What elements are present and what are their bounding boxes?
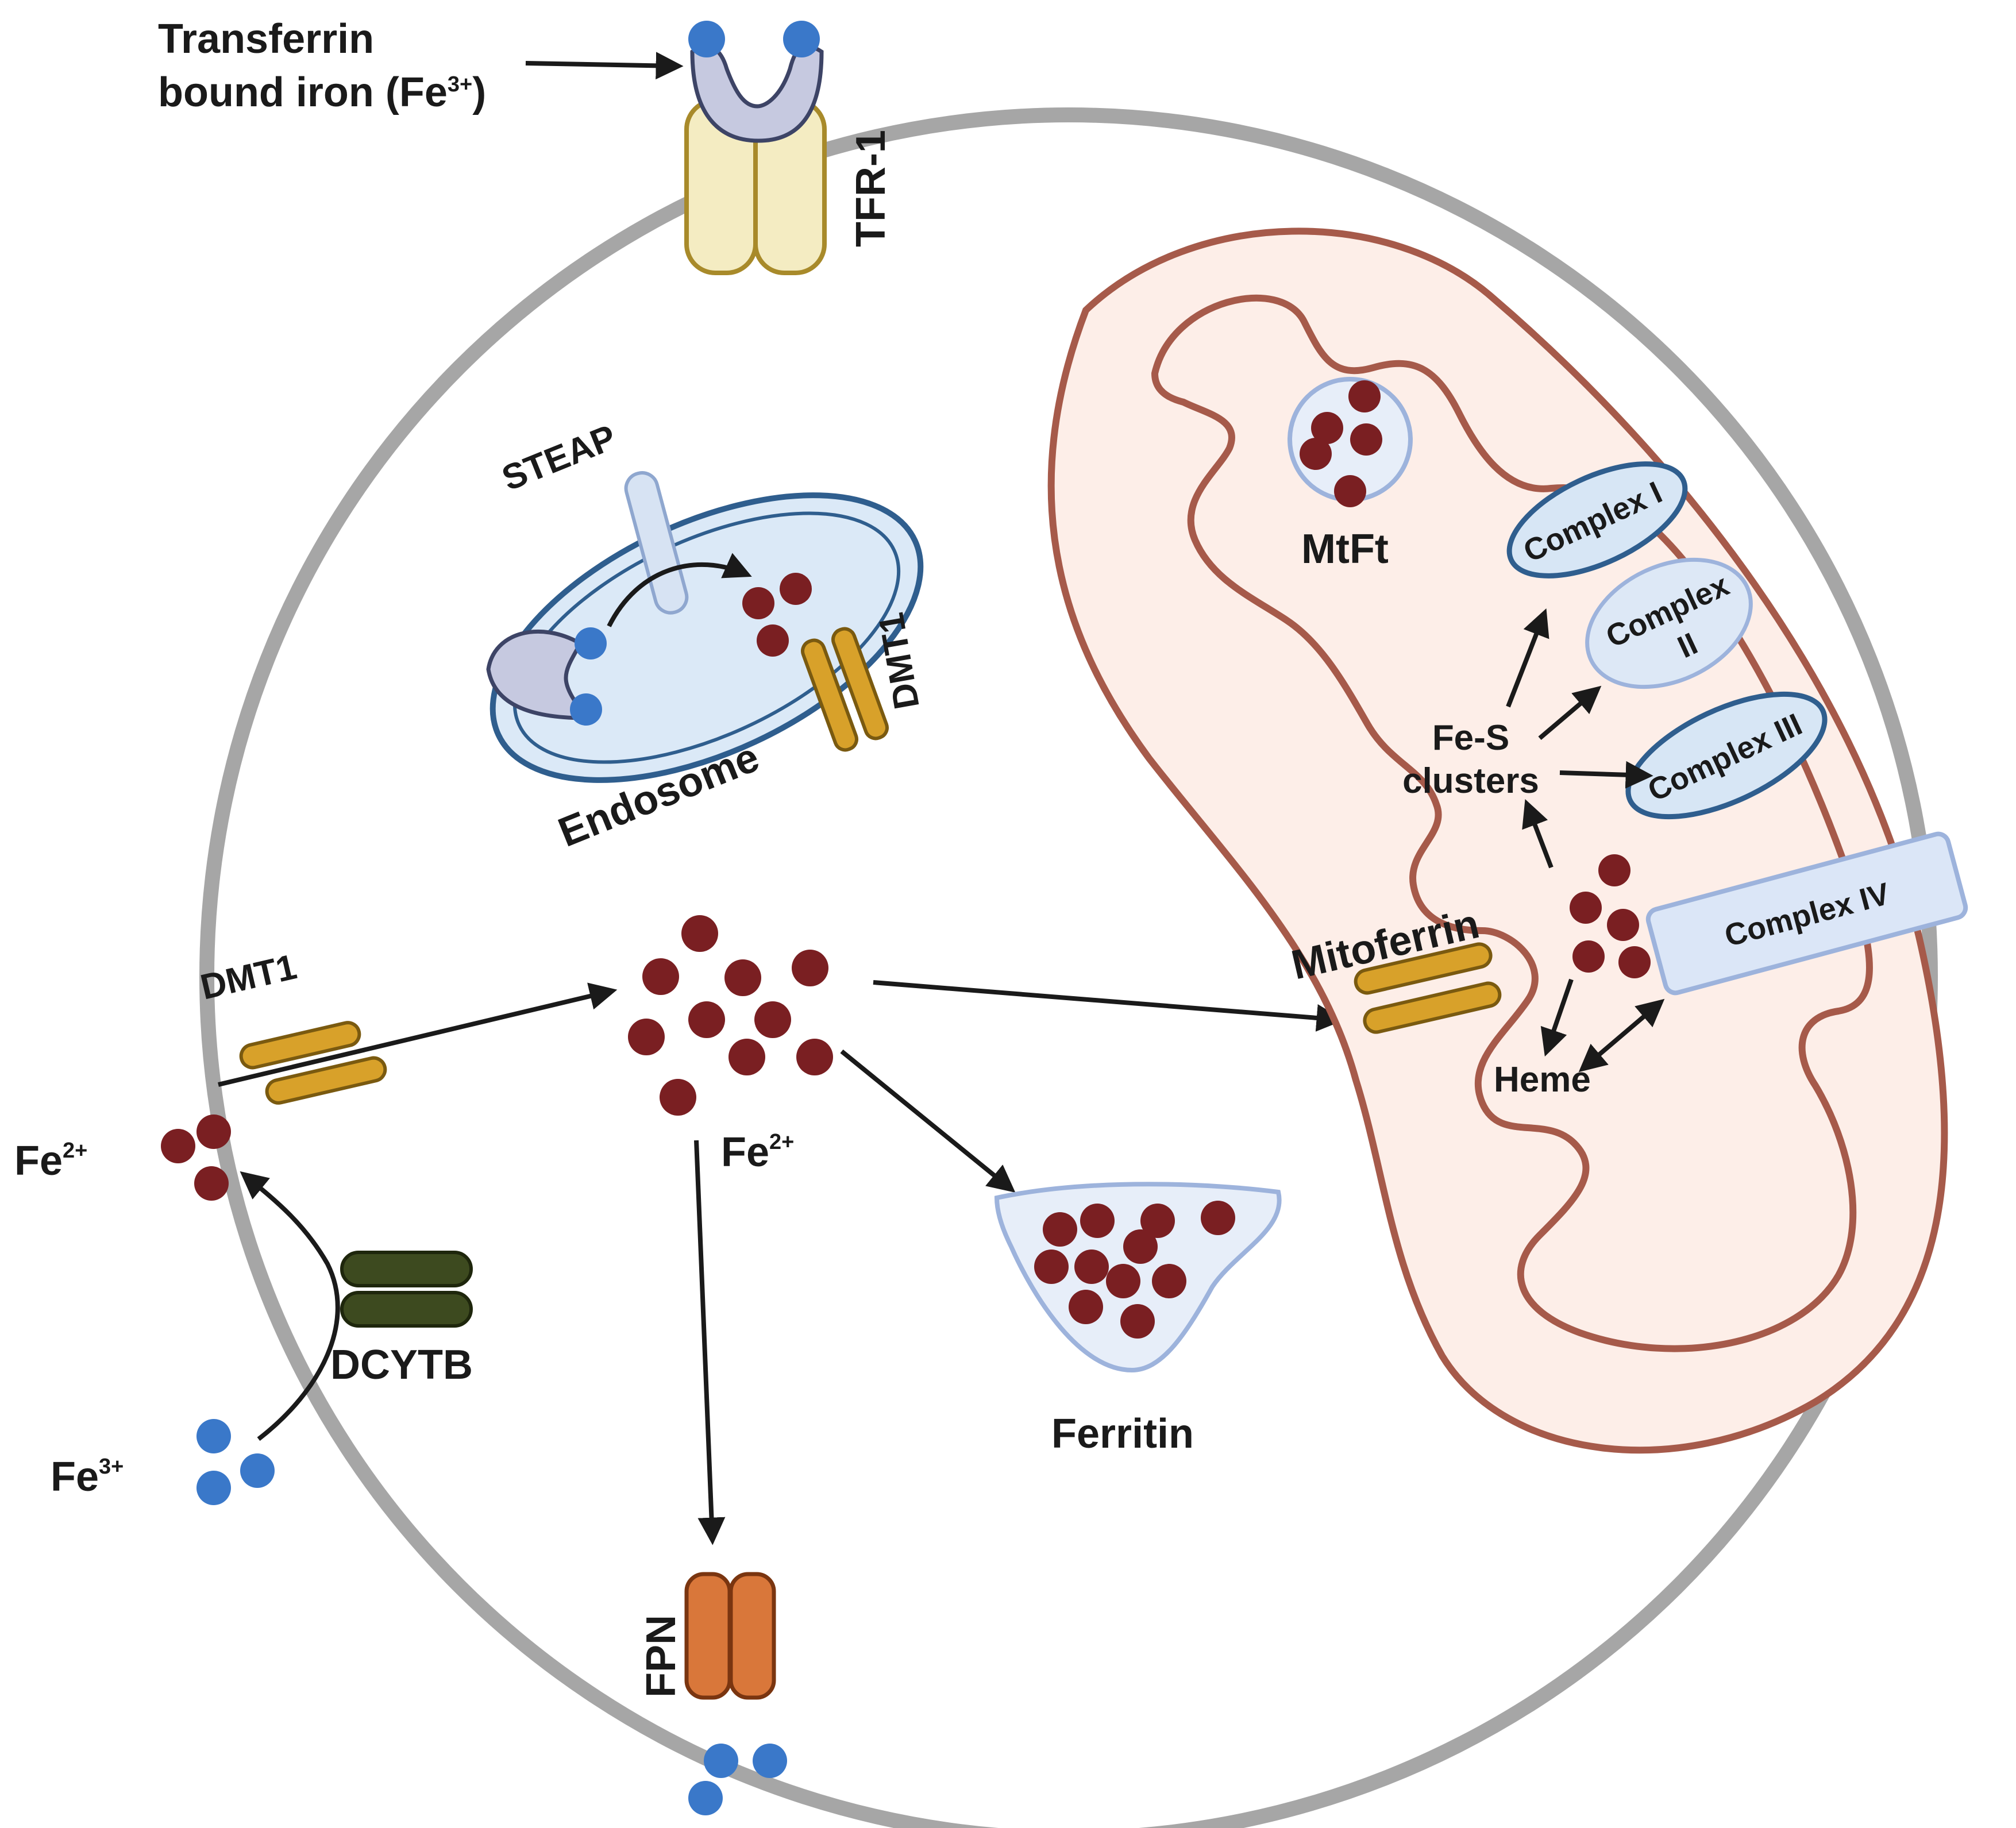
- fe2-ion: [754, 1001, 791, 1038]
- arrow-iron-to-fes: [1522, 799, 1554, 869]
- complex-ii: [1585, 557, 1753, 689]
- arrow-fes-to-complex-ii: [1538, 685, 1602, 741]
- fes-label-line2: clusters: [1402, 761, 1539, 801]
- dmt1-membrane-transporter: [239, 1021, 387, 1105]
- fe2-ion: [780, 573, 812, 605]
- fe2-ion: [1152, 1264, 1186, 1298]
- arrow-dmt1-import: [218, 982, 618, 1087]
- tfr1-receptor: [684, 21, 827, 275]
- labile-iron-pool: [628, 915, 833, 1116]
- fe3-ion: [196, 1471, 231, 1505]
- fe2-ion: [792, 950, 828, 986]
- fe2-ion: [1607, 909, 1639, 941]
- fe2-ion: [1069, 1290, 1103, 1324]
- fe2-ion: [742, 587, 774, 619]
- mitochondrion: [1047, 227, 1968, 1454]
- arrow-heme-complex-iv: [1578, 998, 1665, 1073]
- fe2-ion: [1123, 1229, 1158, 1264]
- ferritin: [994, 1182, 1282, 1373]
- arrow-pool-to-ferritin: [840, 1049, 1016, 1193]
- fe2-ion: [1120, 1304, 1155, 1339]
- ferritin-label: Ferritin: [1051, 1411, 1194, 1457]
- fe2-ion: [1572, 940, 1605, 973]
- steap-protein: [624, 471, 689, 615]
- arrow-transferrin-to-tfr1: [525, 52, 684, 80]
- fe3-ion: [575, 627, 607, 660]
- fe3-left-label: Fe3+: [51, 1454, 124, 1500]
- arrow-pool-to-fpn: [694, 1140, 726, 1545]
- fe2-ion: [1311, 412, 1343, 444]
- fe2-ion: [757, 624, 789, 657]
- fe3-ion: [196, 1419, 231, 1453]
- fe2-ion: [1348, 380, 1381, 412]
- fes-label: Fe-S: [1432, 718, 1509, 758]
- arrow-fes-to-complex-i: [1506, 608, 1549, 708]
- arrow-iron-to-heme: [1540, 978, 1574, 1057]
- fe2-ion: [1350, 423, 1382, 456]
- fe2-ion: [681, 915, 718, 952]
- complex-iii: [1625, 691, 1828, 820]
- mito-inner-membrane: [1151, 294, 1873, 1352]
- dcytb-protein: [340, 1251, 473, 1328]
- fe2-ion: [194, 1166, 229, 1201]
- fe3-ion: [783, 21, 820, 57]
- fe2-ion: [1140, 1204, 1175, 1238]
- arrow-fes-to-complex-iii: [1559, 761, 1653, 789]
- dcytb-label: DCYTB: [330, 1342, 473, 1388]
- fe3-ion: [704, 1744, 738, 1778]
- fe3-ion: [688, 21, 725, 57]
- fe3-ion: [240, 1453, 275, 1488]
- transferrin-label-line2: bound iron (Fe3+): [158, 70, 486, 115]
- arrow-dcytb-reduction: [240, 1171, 340, 1441]
- fe2-ion: [161, 1129, 195, 1163]
- fe2-ion: [1080, 1204, 1115, 1238]
- fe2-ion: [196, 1114, 231, 1149]
- fe3-ion: [688, 1781, 723, 1815]
- complex-i: [1506, 461, 1688, 579]
- fe2-ion: [1201, 1201, 1235, 1235]
- mito-outer-membrane: [1047, 227, 1948, 1454]
- fe2-ion: [1300, 438, 1332, 470]
- fe2-ion: [688, 1001, 725, 1038]
- fpn-transporter: [684, 1572, 776, 1700]
- fe2-ion: [660, 1079, 696, 1116]
- fe2-ion: [1598, 854, 1630, 886]
- heme-label: Heme: [1494, 1060, 1591, 1100]
- fe2-ion: [628, 1019, 665, 1055]
- fe2-ion: [1618, 946, 1651, 978]
- transferrin-endosome: [486, 630, 590, 720]
- fpn-label: FPN: [638, 1615, 684, 1698]
- arrow-pool-to-mitoferrin: [873, 980, 1344, 1032]
- endosome: [486, 471, 924, 783]
- fe2-ion: [1570, 892, 1602, 924]
- fe2-ion: [796, 1039, 833, 1075]
- fe2-left-label: Fe2+: [14, 1138, 87, 1184]
- fe2-ion: [1106, 1264, 1140, 1298]
- fe2-ion: [1034, 1249, 1069, 1284]
- fe2-ion: [728, 1039, 765, 1075]
- fe2-ion: [642, 958, 679, 995]
- mitoferrin-transporter: [1354, 942, 1502, 1034]
- fe3-ion: [753, 1744, 787, 1778]
- transferrin-label: Transferrin: [158, 16, 374, 62]
- fe3-ion: [570, 693, 602, 726]
- complex-iv: [1645, 831, 1968, 996]
- fe2-ion: [1074, 1249, 1109, 1284]
- fe2-ion: [724, 959, 761, 996]
- fe2-ion: [1043, 1212, 1077, 1247]
- dmt1-endosome-transporter: [801, 638, 858, 752]
- tfr1-label: TFR-1: [848, 130, 894, 247]
- fe2-center-label: Fe2+: [721, 1129, 794, 1175]
- arrow-steap-reduction: [607, 553, 752, 627]
- fe2-ion: [1334, 475, 1366, 507]
- mtft-label: MtFt: [1301, 526, 1389, 572]
